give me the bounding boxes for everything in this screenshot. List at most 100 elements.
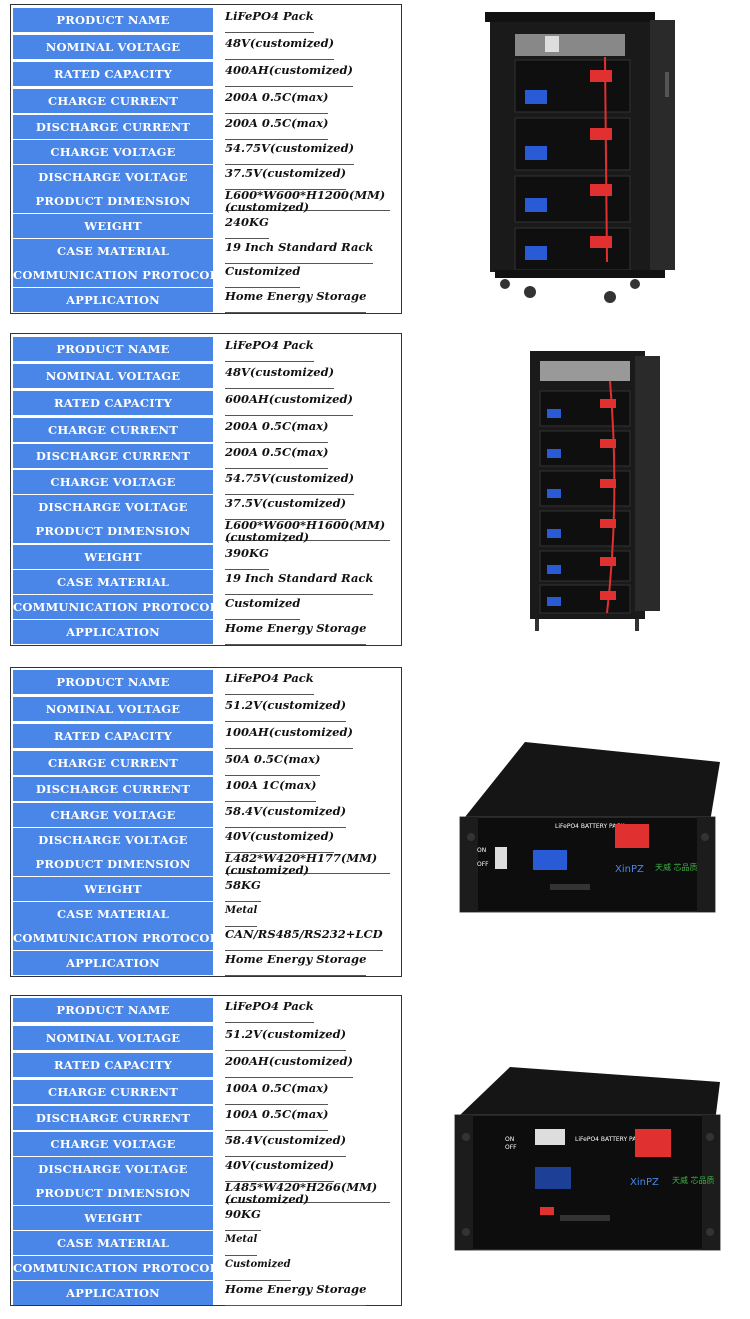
row-value: 50A 0.5C(max) bbox=[225, 753, 321, 776]
row-value: Home Energy Storage bbox=[225, 1283, 367, 1306]
row-label: DISCHARGE CURRENT bbox=[13, 115, 213, 139]
row-value: 58.4V(customized) bbox=[225, 1134, 347, 1157]
row-value: LiFePO4 Pack bbox=[225, 1000, 314, 1023]
row-value: Customized bbox=[225, 597, 301, 620]
row-value: Customized bbox=[225, 1259, 291, 1281]
row-rated-capacity: RATED CAPACITY 200AH(customized) bbox=[11, 1053, 401, 1078]
row-label: CHARGE VOLTAGE bbox=[13, 803, 213, 827]
row-label: RATED CAPACITY bbox=[13, 62, 213, 86]
row-value: LiFePO4 Pack bbox=[225, 339, 314, 362]
row-value: 100AH(customized) bbox=[225, 726, 353, 749]
row-value: 200A 0.5C(max) bbox=[225, 91, 329, 114]
row-value: Home Energy Storage bbox=[225, 290, 367, 313]
row-value: 58KG bbox=[225, 879, 261, 902]
row-value: Home Energy Storage bbox=[225, 953, 367, 976]
row-case-material: CASE MATERIAL 19 Inch Standard Rack bbox=[11, 239, 401, 264]
row-label: PRODUCT NAME bbox=[13, 670, 213, 694]
row-label: RATED CAPACITY bbox=[13, 724, 213, 748]
row-label: APPLICATION bbox=[13, 620, 213, 644]
row-label: DISCHARGE VOLTAGE bbox=[13, 1157, 213, 1181]
row-label: CHARGE CURRENT bbox=[13, 751, 213, 775]
row-label: RATED CAPACITY bbox=[13, 391, 213, 415]
row-label: CASE MATERIAL bbox=[13, 1231, 213, 1255]
row-label: CASE MATERIAL bbox=[13, 239, 213, 263]
row-value: 37.5V(customized) bbox=[225, 497, 347, 520]
switch-off-label: OFF bbox=[477, 861, 489, 868]
panel-label: LiFePO4 BATTERY PACK bbox=[575, 1136, 645, 1143]
switch-off-label: OFF bbox=[505, 1144, 517, 1151]
row-value: L600*W600*H1200(MM)(customized) bbox=[225, 189, 390, 213]
row-discharge-current: DISCHARGE CURRENT 200A 0.5C(max) bbox=[11, 444, 401, 469]
row-charge-current: CHARGE CURRENT 200A 0.5C(max) bbox=[11, 89, 401, 114]
row-discharge-current: DISCHARGE CURRENT 200A 0.5C(max) bbox=[11, 115, 401, 140]
row-label: APPLICATION bbox=[13, 288, 213, 312]
row-label: DISCHARGE CURRENT bbox=[13, 1106, 213, 1130]
row-charge-voltage: CHARGE VOLTAGE 58.4V(customized) bbox=[11, 1132, 401, 1157]
row-label: CHARGE VOLTAGE bbox=[13, 1132, 213, 1156]
row-label: CHARGE CURRENT bbox=[13, 89, 213, 113]
row-label: DISCHARGE CURRENT bbox=[13, 444, 213, 468]
row-label: CHARGE CURRENT bbox=[13, 418, 213, 442]
row-value: 54.75V(customized) bbox=[225, 142, 355, 165]
row-label: RATED CAPACITY bbox=[13, 1053, 213, 1077]
row-label: WEIGHT bbox=[13, 877, 213, 901]
switch-on-label: ON bbox=[505, 1136, 514, 1143]
row-product-dimension: PRODUCT DIMENSION L600*W600*H1200(MM)(cus… bbox=[11, 189, 401, 213]
row-value: 40V(customized) bbox=[225, 1159, 335, 1182]
row-value: 200A 0.5C(max) bbox=[225, 117, 329, 140]
row-value: 19 Inch Standard Rack bbox=[225, 241, 374, 264]
row-value: 40V(customized) bbox=[225, 830, 335, 853]
row-charge-voltage: CHARGE VOLTAGE 58.4V(customized) bbox=[11, 803, 401, 828]
row-label: WEIGHT bbox=[13, 214, 213, 238]
row-label: COMMUNICATION PROTOCOL bbox=[13, 926, 213, 950]
row-communication-protocol: COMMUNICATION PROTOCOL CAN/RS485/RS232+LC… bbox=[11, 926, 401, 951]
row-value: 58.4V(customized) bbox=[225, 805, 347, 828]
row-label: COMMUNICATION PROTOCOL bbox=[13, 263, 213, 287]
row-value: L482*W420*H177(MM)(customized) bbox=[225, 852, 390, 876]
row-label: CASE MATERIAL bbox=[13, 902, 213, 926]
row-value: 51.2V(customized) bbox=[225, 699, 347, 722]
row-application: APPLICATION Home Energy Storage bbox=[11, 288, 401, 313]
row-label: NOMINAL VOLTAGE bbox=[13, 364, 213, 388]
row-label: CASE MATERIAL bbox=[13, 570, 213, 594]
row-value: 200A 0.5C(max) bbox=[225, 446, 329, 469]
row-weight: WEIGHT 58KG bbox=[11, 877, 401, 902]
row-label: DISCHARGE VOLTAGE bbox=[13, 165, 213, 189]
brand-logo: XinPZ bbox=[630, 1177, 659, 1188]
row-value: CAN/RS485/RS232+LCD bbox=[225, 928, 383, 951]
row-discharge-voltage: DISCHARGE VOLTAGE 40V(customized) bbox=[11, 1157, 401, 1182]
row-label: COMMUNICATION PROTOCOL bbox=[13, 595, 213, 619]
row-value: 48V(customized) bbox=[225, 37, 335, 60]
row-charge-current: CHARGE CURRENT 50A 0.5C(max) bbox=[11, 751, 401, 776]
battery-pack-200ah-photo: ON OFF LiFePO4 BATTERY PACK XinPZ 天威 芯品质 bbox=[454, 1067, 721, 1251]
row-value: 200AH(customized) bbox=[225, 1055, 353, 1078]
row-label: PRODUCT DIMENSION bbox=[13, 189, 213, 213]
row-label: PRODUCT DIMENSION bbox=[13, 1181, 213, 1205]
row-label: CHARGE CURRENT bbox=[13, 1080, 213, 1104]
row-communication-protocol: COMMUNICATION PROTOCOL Customized bbox=[11, 595, 401, 620]
